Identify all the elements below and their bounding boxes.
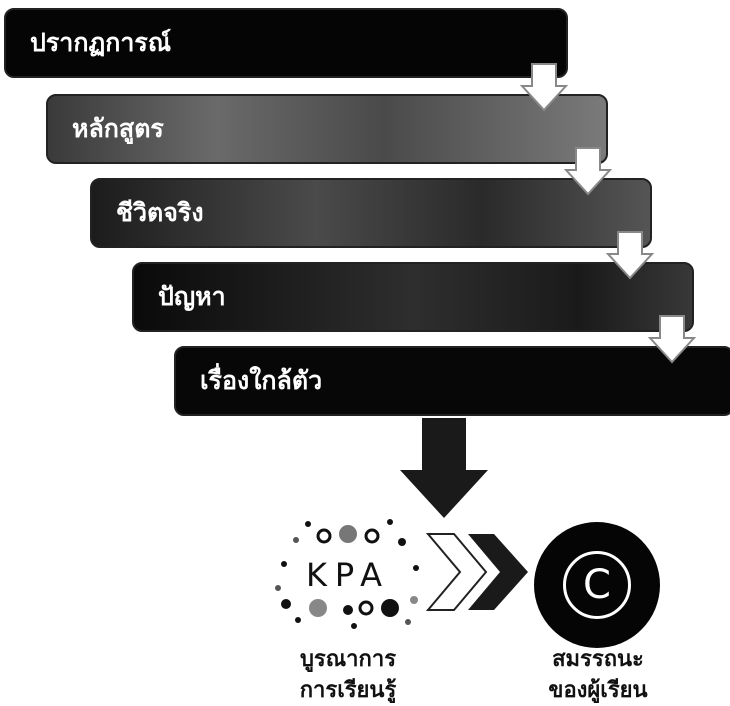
kpa-label: KPA xyxy=(305,556,391,594)
dots-cluster-icon xyxy=(275,519,419,629)
competency-caption: สมรรถนะ ของผู้เรียน xyxy=(520,644,676,706)
competency-caption-line2: ของผู้เรียน xyxy=(548,678,648,703)
competency-letter: C xyxy=(563,551,631,619)
step-arrow-icon xyxy=(564,147,612,196)
competency-caption-line1: สมรรถนะ xyxy=(552,647,644,672)
step-label: ปัญหา xyxy=(158,282,226,311)
chevron-right-icon xyxy=(425,533,528,611)
step-arrow-icon xyxy=(520,63,568,112)
step-bar-phenomenon: ปรากฏการณ์ xyxy=(4,8,568,78)
down-arrow-icon xyxy=(400,418,488,518)
step-bar-curriculum: หลักสูตร xyxy=(46,94,608,164)
kpa-caption: บูรณาการ การเรียนรู้ xyxy=(268,644,428,706)
kpa-caption-line2: การเรียนรู้ xyxy=(299,678,397,703)
step-arrow-icon xyxy=(648,315,696,364)
competency-circle: C xyxy=(534,522,660,648)
step-label: ชีวิตจริง xyxy=(116,198,204,227)
step-label: ปรากฏการณ์ xyxy=(30,28,172,57)
step-bar-nearby-topic: เรื่องใกล้ตัว xyxy=(174,346,730,416)
kpa-cluster: KPA xyxy=(268,512,428,630)
kpa-caption-line1: บูรณาการ xyxy=(299,647,397,672)
step-label: หลักสูตร xyxy=(72,114,164,143)
step-bar-real-life: ชีวิตจริง xyxy=(90,178,652,248)
step-bar-problem: ปัญหา xyxy=(132,262,694,332)
step-label: เรื่องใกล้ตัว xyxy=(200,366,323,395)
step-arrow-icon xyxy=(606,231,654,280)
